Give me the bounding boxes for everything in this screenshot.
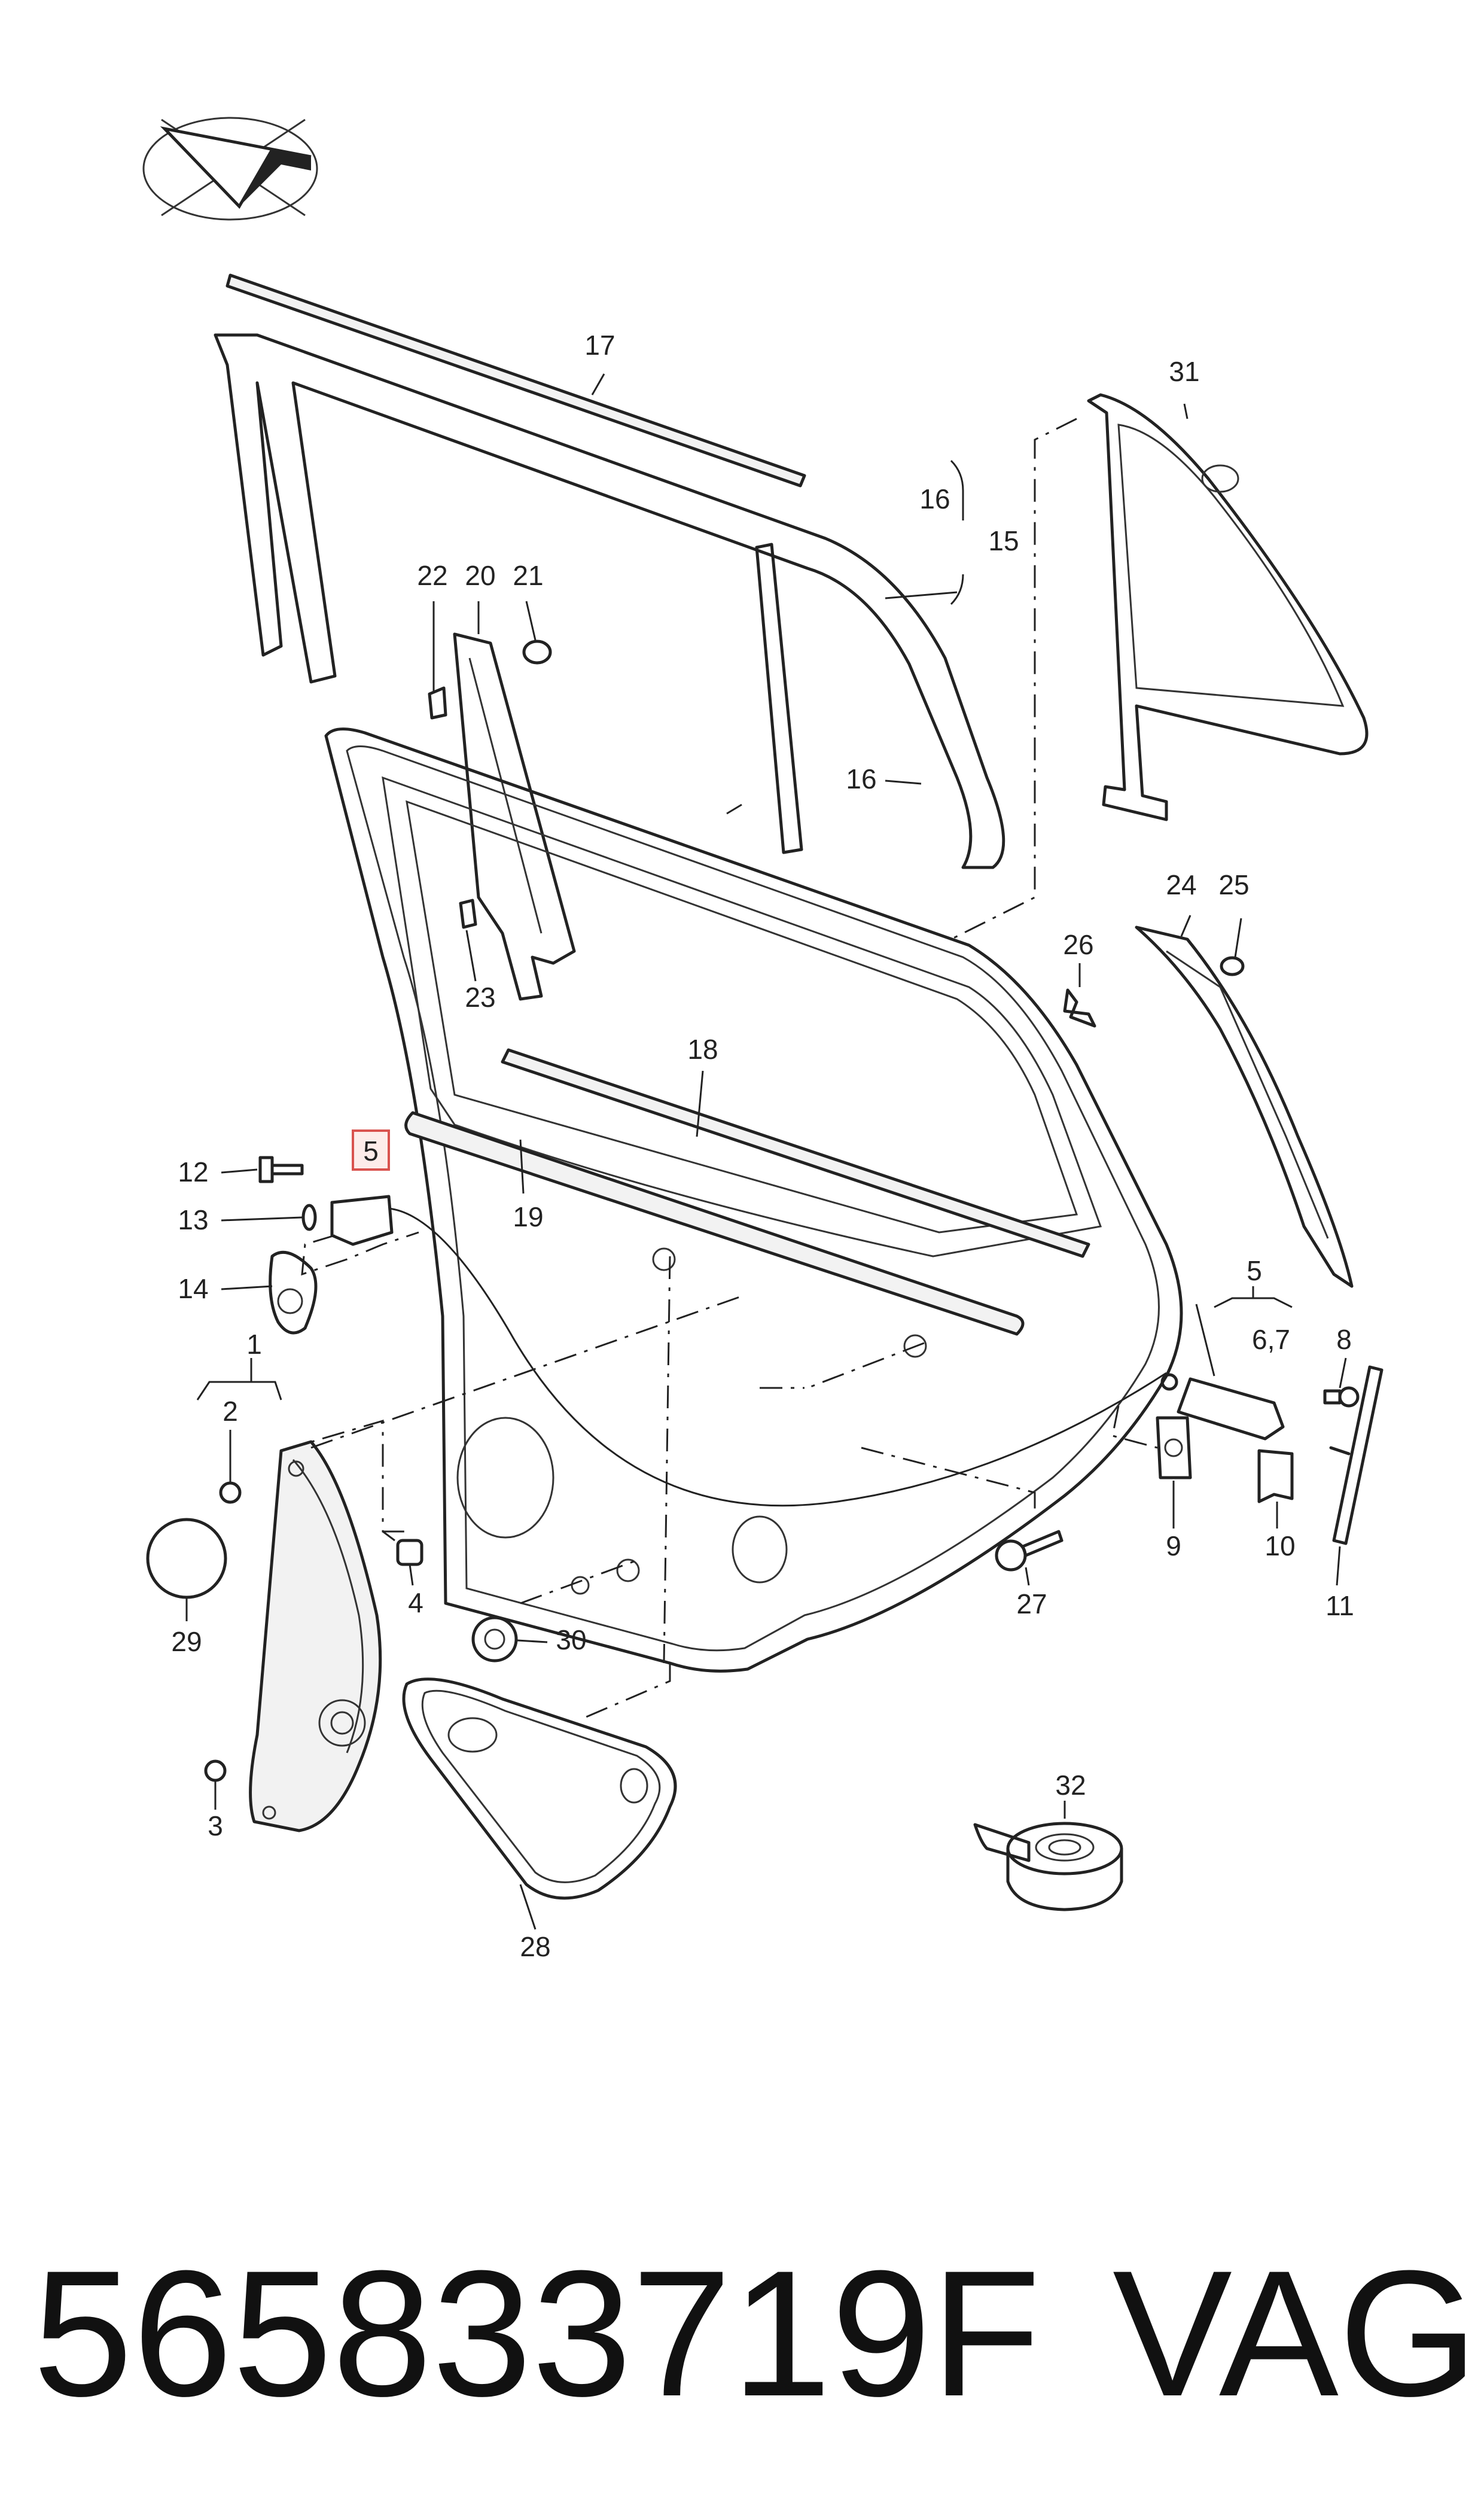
- compass-orientation-icon: [142, 117, 318, 221]
- label-13: 13: [178, 1204, 208, 1235]
- part-6-7-handle-bowden: [1160, 1373, 1285, 1441]
- label-1: 1: [246, 1329, 262, 1360]
- part-24-pillar-cover: [1135, 925, 1354, 1288]
- part-11-seal-strip: [1329, 1365, 1384, 1545]
- label-15: 15: [988, 525, 1019, 556]
- part-27-bolt: [995, 1530, 1064, 1572]
- label-24: 24: [1166, 869, 1196, 900]
- label-2: 2: [223, 1396, 238, 1427]
- label-27: 27: [1016, 1588, 1047, 1619]
- label-31: 31: [1169, 356, 1199, 387]
- label-30: 30: [556, 1624, 586, 1655]
- label-26: 26: [1063, 929, 1093, 960]
- label-25: 25: [1218, 869, 1249, 900]
- label-20: 20: [465, 560, 495, 591]
- label-23: 23: [465, 982, 495, 1013]
- part-number-caption: 565833719F: [33, 2233, 1041, 2434]
- label-29: 29: [171, 1626, 202, 1657]
- label-18: 18: [687, 1034, 718, 1065]
- part-2-nut: [219, 1481, 242, 1504]
- part-25-screw: [1220, 956, 1245, 976]
- label-16a: 16: [919, 483, 950, 514]
- part-29-cap: [146, 1518, 227, 1599]
- exploded-parts-diagram: 17 31 16 15 16 22 20 21 23 18 19 24 25 2…: [142, 117, 1384, 1962]
- assembly-lines: [281, 418, 1158, 1718]
- part-13-clip: [301, 1204, 317, 1231]
- part-5-cable: [388, 1207, 1167, 1507]
- door-shell: [324, 727, 1183, 1673]
- label-4: 4: [408, 1587, 423, 1618]
- label-14: 14: [178, 1273, 208, 1304]
- part-3-nut: [204, 1759, 227, 1782]
- part-14-gasket: [269, 1250, 318, 1335]
- label-8: 8: [1336, 1324, 1352, 1355]
- label-28: 28: [520, 1931, 550, 1962]
- label-21: 21: [513, 560, 543, 591]
- part-23-insert: [459, 899, 477, 929]
- part-17-roof-strip: [226, 273, 806, 488]
- part-4-plug: [396, 1539, 423, 1566]
- part-5-control-unit: [330, 1195, 394, 1246]
- label-9: 9: [1166, 1530, 1181, 1561]
- part-21-clip: [522, 640, 552, 665]
- label-12: 12: [178, 1156, 208, 1188]
- label-22: 22: [417, 560, 447, 591]
- label-32: 32: [1055, 1770, 1086, 1801]
- label-10: 10: [1264, 1530, 1295, 1561]
- part-19-outer-seal: [404, 1111, 1025, 1336]
- part-9-bracket: [1156, 1416, 1192, 1479]
- part-8-screw: [1323, 1386, 1360, 1408]
- label-5-boxed: 5: [363, 1135, 379, 1167]
- label-3: 3: [208, 1810, 223, 1841]
- leader-lines: [185, 373, 1347, 1930]
- brand-caption: VAG: [1113, 2233, 1479, 2434]
- label-19: 19: [513, 1201, 543, 1232]
- highlight-box: [352, 1129, 390, 1171]
- part-28-membrane: [402, 1677, 677, 1900]
- part-30-grommet: [471, 1616, 518, 1663]
- label-17: 17: [584, 330, 615, 361]
- callout-labels: 17 31 16 15 16 22 20 21 23 18 19 24 25 2…: [171, 330, 1354, 1962]
- part-31-quarter-window: [1087, 393, 1369, 821]
- part-32-tape-roll: [973, 1822, 1123, 1911]
- label-6-7: 6,7: [1252, 1324, 1290, 1355]
- label-16b: 16: [846, 763, 876, 794]
- part-26-clip: [1063, 988, 1096, 1028]
- label-11: 11: [1325, 1590, 1354, 1621]
- part-15-window-channel: [214, 333, 1005, 869]
- part-22-bracket: [428, 686, 447, 720]
- part-20-pillar-trim: [453, 632, 576, 1001]
- part-12-screw: [258, 1156, 304, 1183]
- part-10-plate: [1257, 1449, 1294, 1503]
- part-18-inner-seal: [501, 1048, 1090, 1258]
- label-5: 5: [1247, 1255, 1262, 1286]
- part-1-window-regulator: [249, 1440, 382, 1832]
